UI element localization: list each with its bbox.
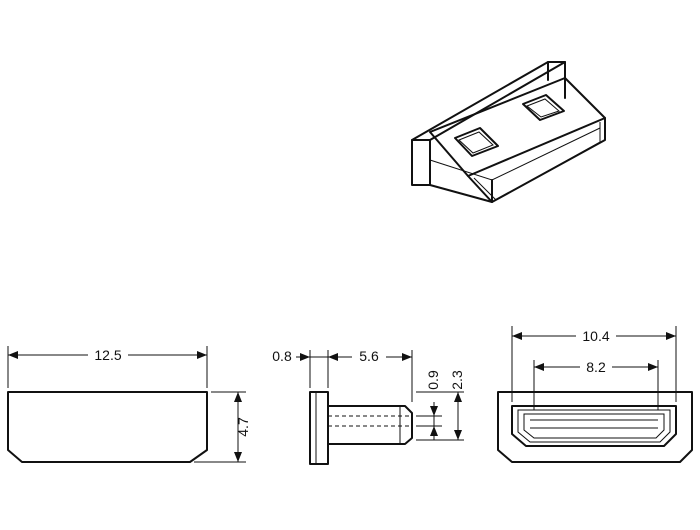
side-length-label: 5.6 [359, 348, 379, 364]
side-flange-label: 0.8 [272, 348, 292, 364]
side-view [296, 350, 464, 465]
front-view [7, 346, 246, 463]
back-inner-width-label: 8.2 [586, 359, 606, 375]
front-height-label: 4.7 [235, 417, 251, 437]
front-width-label: 12.5 [94, 347, 121, 363]
side-outer-height-label: 2.3 [449, 370, 465, 390]
side-inner-height-label: 0.9 [425, 370, 441, 390]
isometric-view [411, 61, 606, 203]
back-view [497, 326, 693, 463]
back-outer-width-label: 10.4 [582, 328, 609, 344]
